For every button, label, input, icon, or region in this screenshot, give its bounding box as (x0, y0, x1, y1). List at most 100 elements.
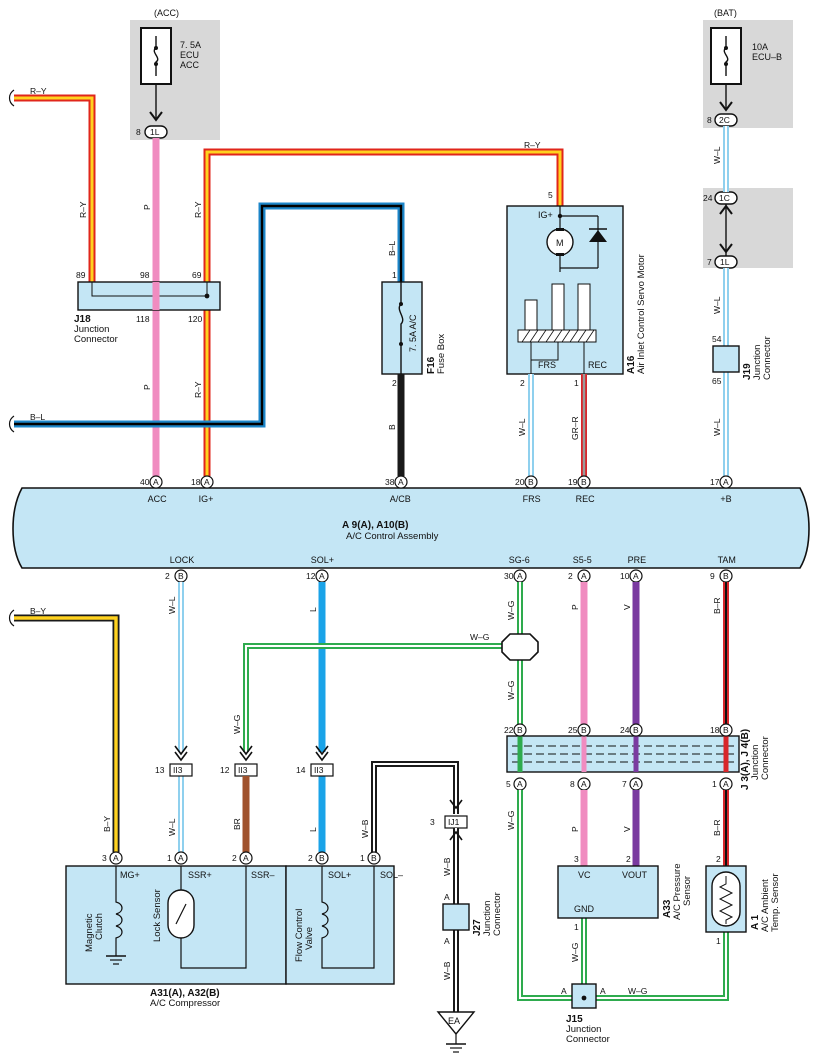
a33-id: A33 (662, 899, 673, 918)
ecu-pins: A40ACCA18IG+A38A/CBB20FRSB19RECA17+BB2LO… (140, 475, 736, 583)
ecu-bottom-label-5: TAM (718, 555, 736, 565)
a1-ambient-temp-sensor: 2 1 A 1 A/C Ambient Temp. Sensor (705, 854, 781, 946)
fuse-acc-name1: ECU (180, 50, 199, 60)
ecu-top-label-0: ACC (148, 494, 168, 504)
ecu-bottom-label-1: SOL+ (311, 555, 334, 565)
splice-bat-top: 1C (719, 193, 730, 203)
ecu-top-pin-acb-letter: A (398, 477, 404, 487)
wire-label-wg-j15r: W–G (628, 986, 647, 996)
ecu-top-pin-acb-no: 38 (385, 477, 395, 487)
wire-label-grr-rec: GR–R (570, 416, 580, 440)
f16-pin1: 1 (392, 270, 397, 280)
j27-a-bot: A (444, 936, 450, 946)
f16-fuse-box: 7. 5A A/C 1 2 F16 Fuse Box (381, 270, 447, 388)
ecu-bottom-pin-tam-letter: B (723, 571, 729, 581)
ecu-top-pin-frs-no: 20 (515, 477, 525, 487)
wire-label-wl-lock2: W–L (167, 818, 177, 836)
wire-label-ry-left: R–Y (30, 86, 47, 96)
j3j4-top-pin-3: B18 (710, 723, 733, 737)
a33-vc: VC (578, 870, 591, 880)
ecu-bottom-pin-sol-letter: A (319, 571, 325, 581)
j3j4-top-pin-0-no: 22 (504, 725, 514, 735)
wire-label-p-lower: P (142, 384, 152, 390)
j19-id: J19 (742, 363, 753, 380)
a16-pin2: 2 (520, 378, 525, 388)
a16-frs: FRS (538, 360, 556, 370)
wire-label-p-s5: P (570, 604, 580, 610)
j18-pin98: 98 (140, 270, 150, 280)
j15-id: J15 (566, 1014, 583, 1025)
fuse-bat-pin-no: 8 (707, 115, 712, 125)
ecu-bottom-label-3: S5-5 (573, 555, 592, 565)
ecu-top-pin-b-letter: A (723, 477, 729, 487)
j3j4-top-pin-2-no: 24 (620, 725, 630, 735)
j3j4-top-pin-3-letter: B (723, 725, 729, 735)
ecu-bottom-label-0: LOCK (170, 555, 195, 565)
j3j4-top-pin-1-letter: B (581, 725, 587, 735)
j3j4-name1: Junction (750, 745, 761, 780)
ecu-bottom-pin-lock: B2 (165, 569, 188, 583)
f16-name: Fuse Box (436, 334, 447, 374)
j3j4-bottom-pin-1-letter: A (581, 779, 587, 789)
wire-label-wl-lock: W–L (167, 596, 177, 614)
compressor-pin-2: A2 (232, 851, 253, 865)
wire-label-p-acc: P (142, 204, 152, 210)
wire-label-wl-bat: W–L (712, 146, 722, 164)
ecu-bottom-label-2: SG-6 (509, 555, 530, 565)
ecu-bottom-pin-pre: A10 (620, 569, 643, 583)
ecu-bottom-pin-sol-no: 12 (306, 571, 316, 581)
inline-connector-no-0: 13 (155, 765, 165, 775)
a16-pin5: 5 (548, 190, 553, 200)
a16-ig: IG+ (538, 210, 553, 220)
wire-label-wg-sg: W–G (506, 601, 516, 620)
j3j4-name2: Connector (760, 736, 771, 780)
a33-gnd: GND (574, 904, 595, 914)
wire-label-p-vc: P (570, 826, 580, 832)
ecu-top-pin-ig-letter: A (204, 477, 210, 487)
j15-a-left: A (561, 986, 567, 996)
compressor-pin-0-letter: A (113, 853, 119, 863)
fuse-acc-pin: 1L (150, 127, 160, 137)
a1-pin2: 2 (716, 854, 721, 864)
ecu-top-label-3: FRS (523, 494, 541, 504)
fuse-bat-source: (BAT) (714, 8, 737, 18)
ground-ea: EA (436, 1011, 476, 1053)
j3j4-top-pin-1-no: 25 (568, 725, 578, 735)
j18-name2: Connector (74, 334, 118, 345)
ecu-top-pin-acb: A38 (385, 475, 408, 489)
f16-pin2: 2 (392, 378, 397, 388)
comp-valve1: Flow Control (294, 909, 305, 962)
ecu-title: A 9(A), A10(B) (342, 520, 408, 531)
compressor-pin-1: A1 (167, 851, 188, 865)
fuse-bat-rating: 10A (752, 42, 768, 52)
ecu-top-label-4: REC (576, 494, 596, 504)
j27-connector: A A J27 Junction Connector (442, 892, 503, 946)
ecu-bottom-pin-pre-no: 10 (620, 571, 630, 581)
ecu-top-pin-rec-no: 19 (568, 477, 578, 487)
wire-label-wg-j15: W–G (506, 811, 516, 830)
j3j4-top-pin-2: B24 (620, 723, 643, 737)
compressor-pin-3-letter: B (319, 853, 325, 863)
wire-label-v-pre: V (622, 604, 632, 610)
compressor-pin-1-letter: A (178, 853, 184, 863)
j3j4-bottom-pin-2-letter: A (633, 779, 639, 789)
compressor: MG+ SSR+ SSR– SOL+ SOL– Magnetic Clutch … (65, 865, 403, 1009)
wire-label-wb-ij1: W–B (442, 857, 452, 876)
ecu-top-pin-frs: B20 (515, 475, 538, 489)
comp-sol-minus: SOL– (380, 870, 403, 880)
ecu-top-pin-rec-letter: B (581, 477, 587, 487)
wire-label-ry-69: R–Y (193, 201, 203, 218)
ecu-bottom-pin-sg6: A30 (504, 569, 527, 583)
a16-motor: M (556, 238, 564, 248)
ecu-bottom-pin-sol: A12 (306, 569, 329, 583)
splice-bat-bot-no: 7 (707, 257, 712, 267)
wire-label-br-tam: B–R (712, 597, 722, 614)
j27-name1: Junction (482, 901, 493, 936)
ecu-bottom-pin-s55: A2 (568, 569, 591, 583)
wire-label-v-vout: V (622, 826, 632, 832)
fuse-bat: (BAT) 10A ECU–B 2C 8 (703, 8, 793, 128)
ecu-bottom-pin-lock-letter: B (178, 571, 184, 581)
j15-connector: A A J15 Junction Connector (561, 983, 610, 1045)
wire-label-wb-j27: W–B (442, 961, 452, 980)
inline-connector-no-2: 14 (296, 765, 306, 775)
